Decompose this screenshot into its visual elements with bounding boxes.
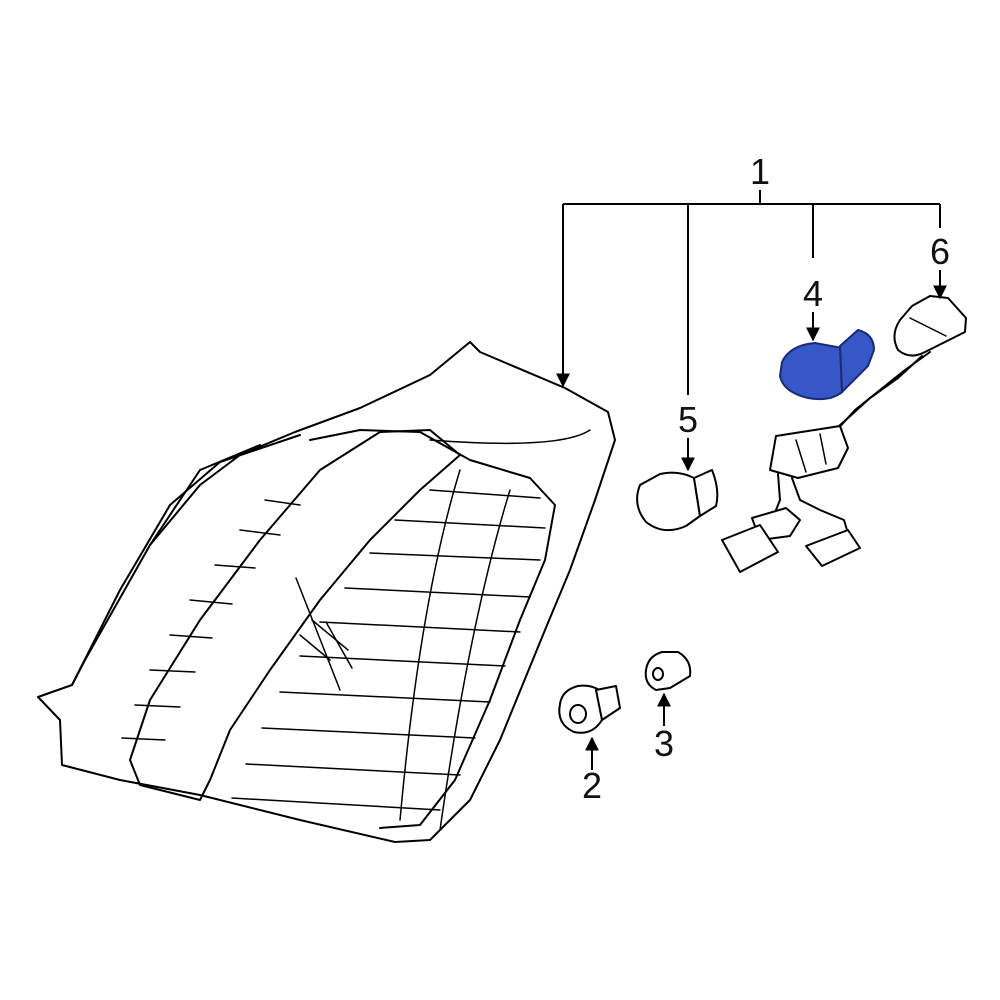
bulb-4-base [838, 328, 876, 395]
callout-3[interactable]: 3 [654, 723, 674, 764]
bulb-4-glass [778, 341, 843, 401]
callout-1-bracket [556, 190, 941, 395]
callout-2[interactable]: 2 [582, 765, 602, 806]
nut-part-3[interactable] [644, 651, 692, 691]
callout-6[interactable]: 6 [930, 231, 950, 272]
callout-5[interactable]: 5 [678, 399, 698, 440]
grommet-part-2[interactable] [558, 684, 621, 734]
bulb-part-4[interactable] [778, 328, 876, 401]
tail-lamp-housing[interactable] [37, 341, 616, 843]
socket-harness-part-6[interactable] [721, 295, 967, 573]
callout-4[interactable]: 4 [803, 273, 823, 314]
callout-1[interactable]: 1 [750, 151, 770, 192]
bulb-part-5[interactable] [636, 469, 719, 532]
